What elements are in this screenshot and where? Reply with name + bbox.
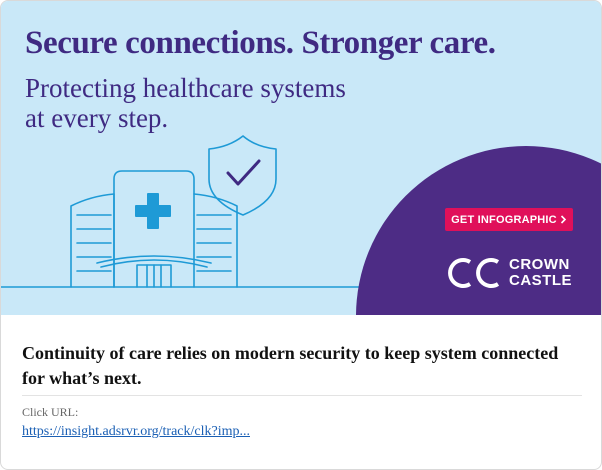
ad-subheadline-line-1: Protecting healthcare systems: [25, 73, 346, 103]
get-infographic-label: GET INFOGRAPHIC: [451, 213, 557, 226]
hospital-illustration: [1, 135, 362, 288]
crown-castle-logo-icon: [448, 258, 500, 288]
brand-name-line-1: CROWN: [509, 256, 570, 273]
medical-cross-icon: [135, 193, 171, 229]
click-url-label: Click URL:: [22, 405, 79, 419]
divider: [22, 395, 582, 396]
brand-name-line-2: CASTLE: [509, 272, 572, 289]
ad-headline: Secure connections. Stronger care.: [25, 25, 496, 61]
crown-castle-logo: CROWN CASTLE: [443, 257, 572, 289]
chevron-right-icon: [560, 215, 566, 224]
ad-creative[interactable]: Secure connections. Stronger care. Prote…: [1, 1, 601, 315]
brand-name: CROWN CASTLE: [509, 257, 572, 289]
shield-check-icon: [208, 135, 277, 216]
get-infographic-button[interactable]: GET INFOGRAPHIC: [445, 208, 573, 231]
ad-subheadline-line-2: at every step.: [25, 103, 169, 133]
ad-subheadline: Protecting healthcare systems at every s…: [25, 73, 425, 133]
ad-details: Continuity of care relies on modern secu…: [22, 341, 582, 440]
click-url-link[interactable]: https://insight.adsrvr.org/track/clk?imp…: [22, 424, 250, 439]
ad-title: Continuity of care relies on modern secu…: [22, 343, 559, 388]
hospital-icon: [70, 170, 238, 288]
